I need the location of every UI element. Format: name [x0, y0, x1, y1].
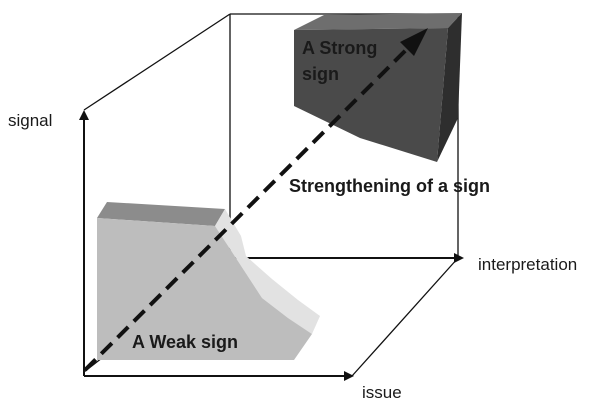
weak-sign-front-face [97, 218, 312, 360]
frame-right-diagonal [351, 257, 459, 377]
frame-top-diagonal [83, 13, 231, 111]
interpretation-axis-label: interpretation [478, 255, 577, 274]
signal-axis-label: signal [8, 111, 52, 130]
weak-sign-top-face [97, 202, 225, 226]
strong-sign-label-line2: sign [302, 64, 339, 84]
axes [79, 110, 464, 381]
strong-sign-label-line1: A Strong [302, 38, 377, 58]
strong-sign-top-face [294, 13, 462, 30]
weak-sign-block [97, 202, 320, 360]
strengthening-arrow-head [400, 28, 428, 56]
strong-sign-side-face [437, 13, 462, 162]
strong-sign-front-face [294, 28, 448, 162]
strengthening-arrow [83, 28, 428, 372]
weak-sign-label: A Weak sign [132, 332, 238, 352]
strong-sign-block [294, 13, 462, 162]
issue-axis-label: issue [362, 383, 402, 402]
strengthening-label: Strengthening of a sign [289, 176, 490, 196]
weak-sign-side-face [215, 209, 320, 334]
